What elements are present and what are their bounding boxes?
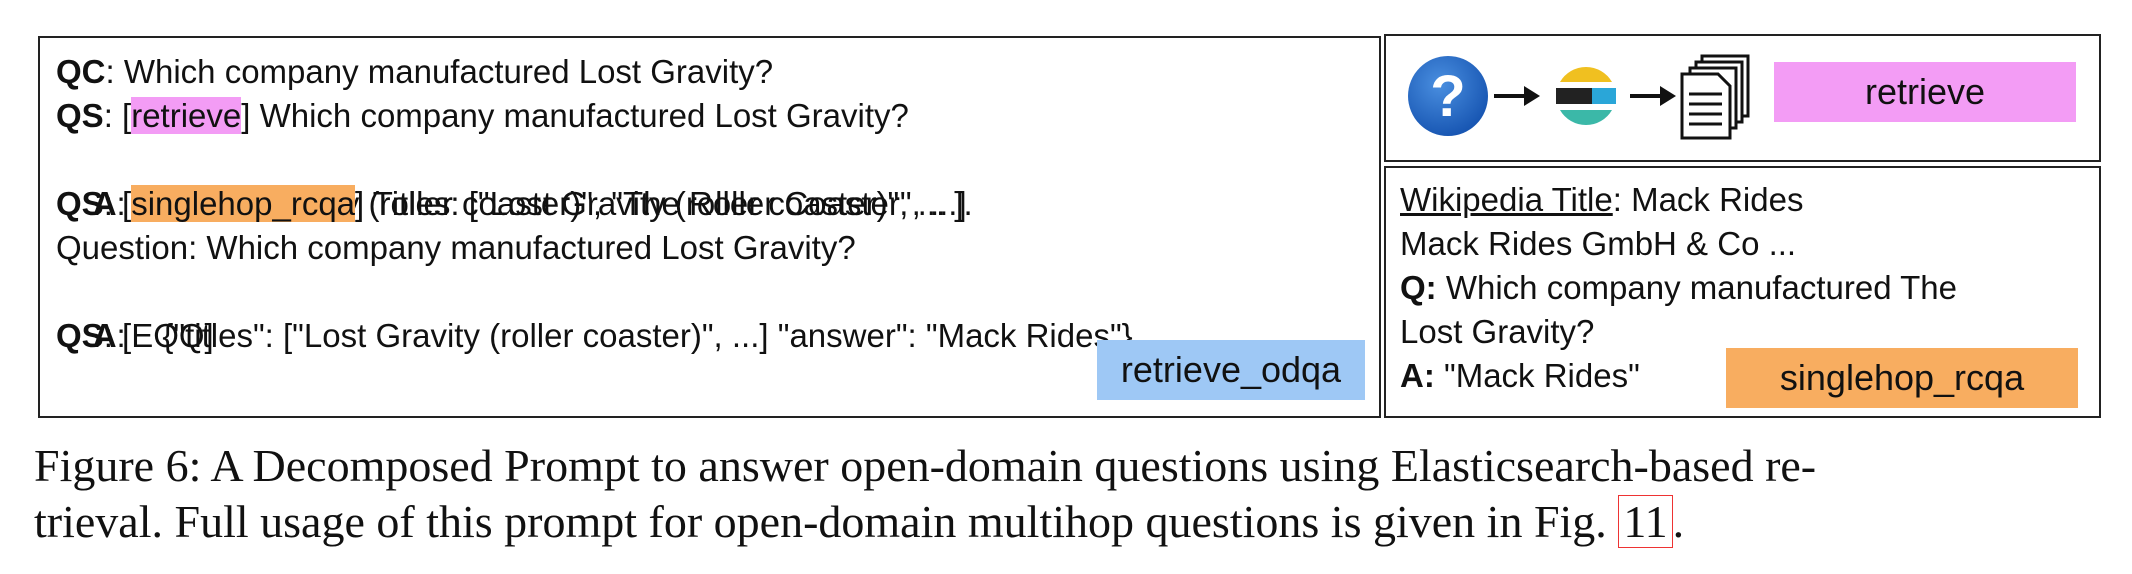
prompt-line-question: Question: Which company manufactured Los… [56,226,856,270]
wikipedia-title-value: : Mack Rides [1612,181,1804,218]
documents-icon [1678,54,1754,142]
singlehop-rcqa-panel: Wikipedia Title: Mack Rides Mack Rides G… [1384,166,2101,418]
question-line: Q: Which company manufactured The [1400,266,1957,310]
caption-period: . [1672,496,1685,547]
a-text: : {"titles": ["Lost Gravity (roller coas… [116,317,1133,354]
elasticsearch-icon [1546,58,1622,134]
caption-line-2-text: trieval. Full usage of this prompt for o… [34,496,1619,547]
prompt-line-qs-retrieve: QS: [retrieve] Which company manufacture… [56,94,909,138]
retrieve-highlight: retrieve [131,97,242,134]
retrieve-odqa-tag: retrieve_odqa [1097,340,1365,400]
question-line-cont: Lost Gravity? [1400,313,1595,350]
qs-bracket-open: : [ [103,97,132,134]
prompt-line-qs-rcqa: QS: [singlehop_rcqa] Titles: ["Lost Grav… [56,182,973,226]
qs-label: QS [56,97,104,134]
qc-text: : Which company manufactured Lost Gravit… [105,53,774,90]
prompt-line-answer-json: A: {"titles": ["Lost Gravity (roller coa… [56,270,1133,402]
retrieve-module-panel: ? retrieve [1384,34,2101,162]
prompt-line-eoq: QS: [EOQ] [56,314,214,358]
singlehop-rcqa-highlight: singlehop_rcqa [131,185,356,222]
caption-line-2: trieval. Full usage of this prompt for o… [34,494,2104,550]
a-label: A [92,317,117,354]
q-label: Q: [1400,269,1437,306]
wikipedia-title-line: Wikipedia Title: Mack Rides [1400,178,1803,222]
qs-text: ] Titles: ["Lost Gravity (roller coaster… [355,185,973,222]
qc-label: QC [56,53,106,90]
answer-line: A: "Mack Rides" [1400,354,1640,398]
q-text: Which company manufactured The [1436,269,1957,306]
svg-text:?: ? [1430,64,1465,129]
a-label: A [92,185,117,222]
paragraph-text: Mack Rides GmbH & Co ... [1400,225,1797,262]
qs-label: QS [56,317,104,354]
qs-label: QS [56,185,104,222]
question-icon: ? [1406,54,1490,138]
a-label: A: [1400,357,1435,394]
singlehop-rcqa-tag: singlehop_rcqa [1726,348,2078,408]
caption-line-1: Figure 6: A Decomposed Prompt to answer … [34,440,1817,491]
figure-caption: Figure 6: A Decomposed Prompt to answer … [34,438,2104,550]
arrow-right-icon [1494,84,1540,108]
prompt-line-qc: QC: Which company manufactured Lost Grav… [56,50,773,94]
wikipedia-title-label: Wikipedia Title [1400,181,1613,218]
a-text: "Mack Rides" [1434,357,1640,394]
qs-bracket-open: : [ [103,185,132,222]
qs-text: ] Which company manufactured Lost Gravit… [241,97,909,134]
figure-ref-link[interactable]: 11 [1618,495,1673,548]
decomposed-prompt-panel: QC: Which company manufactured Lost Grav… [38,36,1381,418]
question-text: Question: Which company manufactured Los… [56,229,856,266]
retrieve-tag: retrieve [1774,62,2076,122]
eoq-text: : [EOQ] [103,317,214,354]
arrow-right-icon [1630,84,1676,108]
